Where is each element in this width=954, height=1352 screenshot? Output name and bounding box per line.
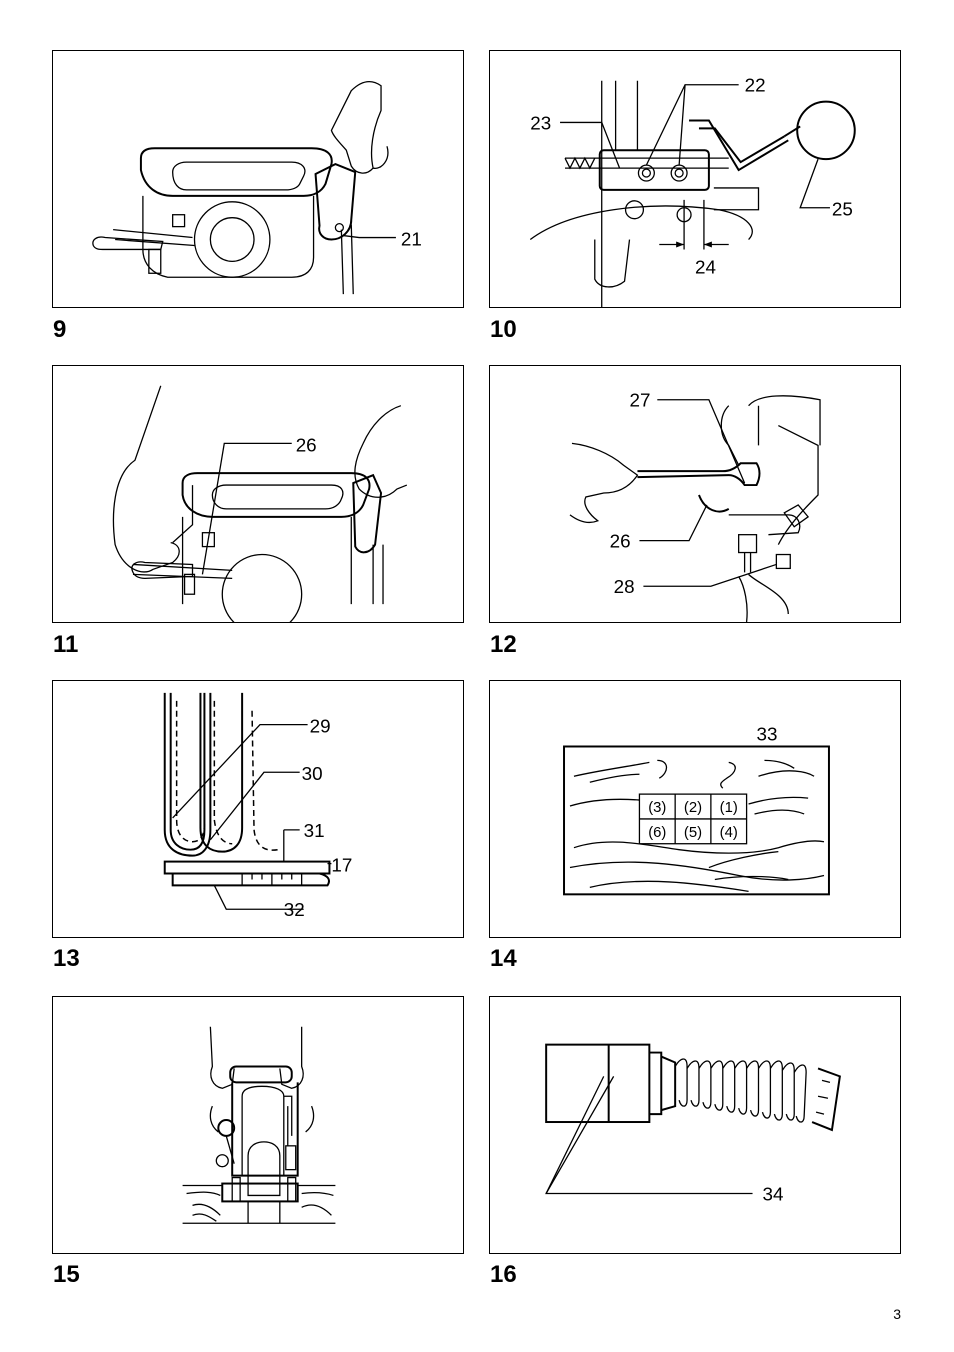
figure-10-panel: 23 22 25 24	[489, 50, 901, 308]
callout-23: 23	[530, 112, 551, 133]
figure-14-number: 14	[490, 945, 517, 972]
figure-15-panel	[52, 996, 464, 1254]
figure-12-number: 12	[490, 631, 517, 658]
figure-14-illustration: (3) (2) (1) (6) (5) (4) 33	[563, 724, 830, 896]
grid-cell-1: (1)	[720, 800, 738, 816]
figure-16-number: 16	[490, 1261, 517, 1288]
figure-12-panel: 27 26 28	[489, 365, 901, 623]
figure-15-number: 15	[53, 1261, 80, 1288]
callout-22: 22	[745, 75, 766, 96]
figure-11-panel: 26	[52, 365, 464, 623]
grid-cell-5: (5)	[684, 825, 702, 841]
callout-21: 21	[401, 228, 422, 249]
callout-28: 28	[614, 576, 635, 597]
figure-16-panel: 34	[489, 996, 901, 1254]
figure-14-panel: (3) (2) (1) (6) (5) (4) 33	[489, 680, 901, 938]
figure-13-illustration: 29 30 31 17 32	[163, 692, 352, 920]
callout-33: 33	[757, 724, 778, 745]
grid-cell-3: (3)	[648, 800, 666, 816]
callout-31: 31	[304, 820, 325, 841]
figure-9-number: 9	[53, 316, 67, 343]
figure-13-number: 13	[53, 945, 80, 972]
grid-cell-4: (4)	[720, 825, 738, 841]
callout-27: 27	[630, 390, 651, 411]
figure-10-number: 10	[490, 316, 517, 343]
figure-10-illustration: 23 22 25 24	[529, 75, 856, 307]
callout-17: 17	[331, 855, 352, 876]
callout-24: 24	[695, 256, 716, 277]
figure-11-number: 11	[53, 631, 79, 658]
grid-cell-2: (2)	[684, 800, 702, 816]
figure-15-illustration	[182, 1026, 336, 1224]
figure-13-panel: 29 30 31 17 32	[52, 680, 464, 938]
figure-16-illustration: 34	[545, 1043, 841, 1204]
callout-29: 29	[310, 716, 331, 737]
figure-9-illustration: 21	[92, 80, 422, 295]
callout-26b: 26	[610, 531, 631, 552]
callout-30: 30	[302, 763, 323, 784]
figure-12-illustration: 27 26 28	[569, 390, 821, 622]
callout-34: 34	[762, 1183, 783, 1204]
callout-26: 26	[296, 434, 317, 455]
figure-11-illustration: 26	[112, 385, 408, 622]
grid-cell-6: (6)	[648, 825, 666, 841]
callout-32: 32	[284, 899, 305, 920]
figure-9-panel: 21	[52, 50, 464, 308]
callout-25: 25	[832, 199, 853, 220]
page-number: 3	[893, 1306, 901, 1322]
